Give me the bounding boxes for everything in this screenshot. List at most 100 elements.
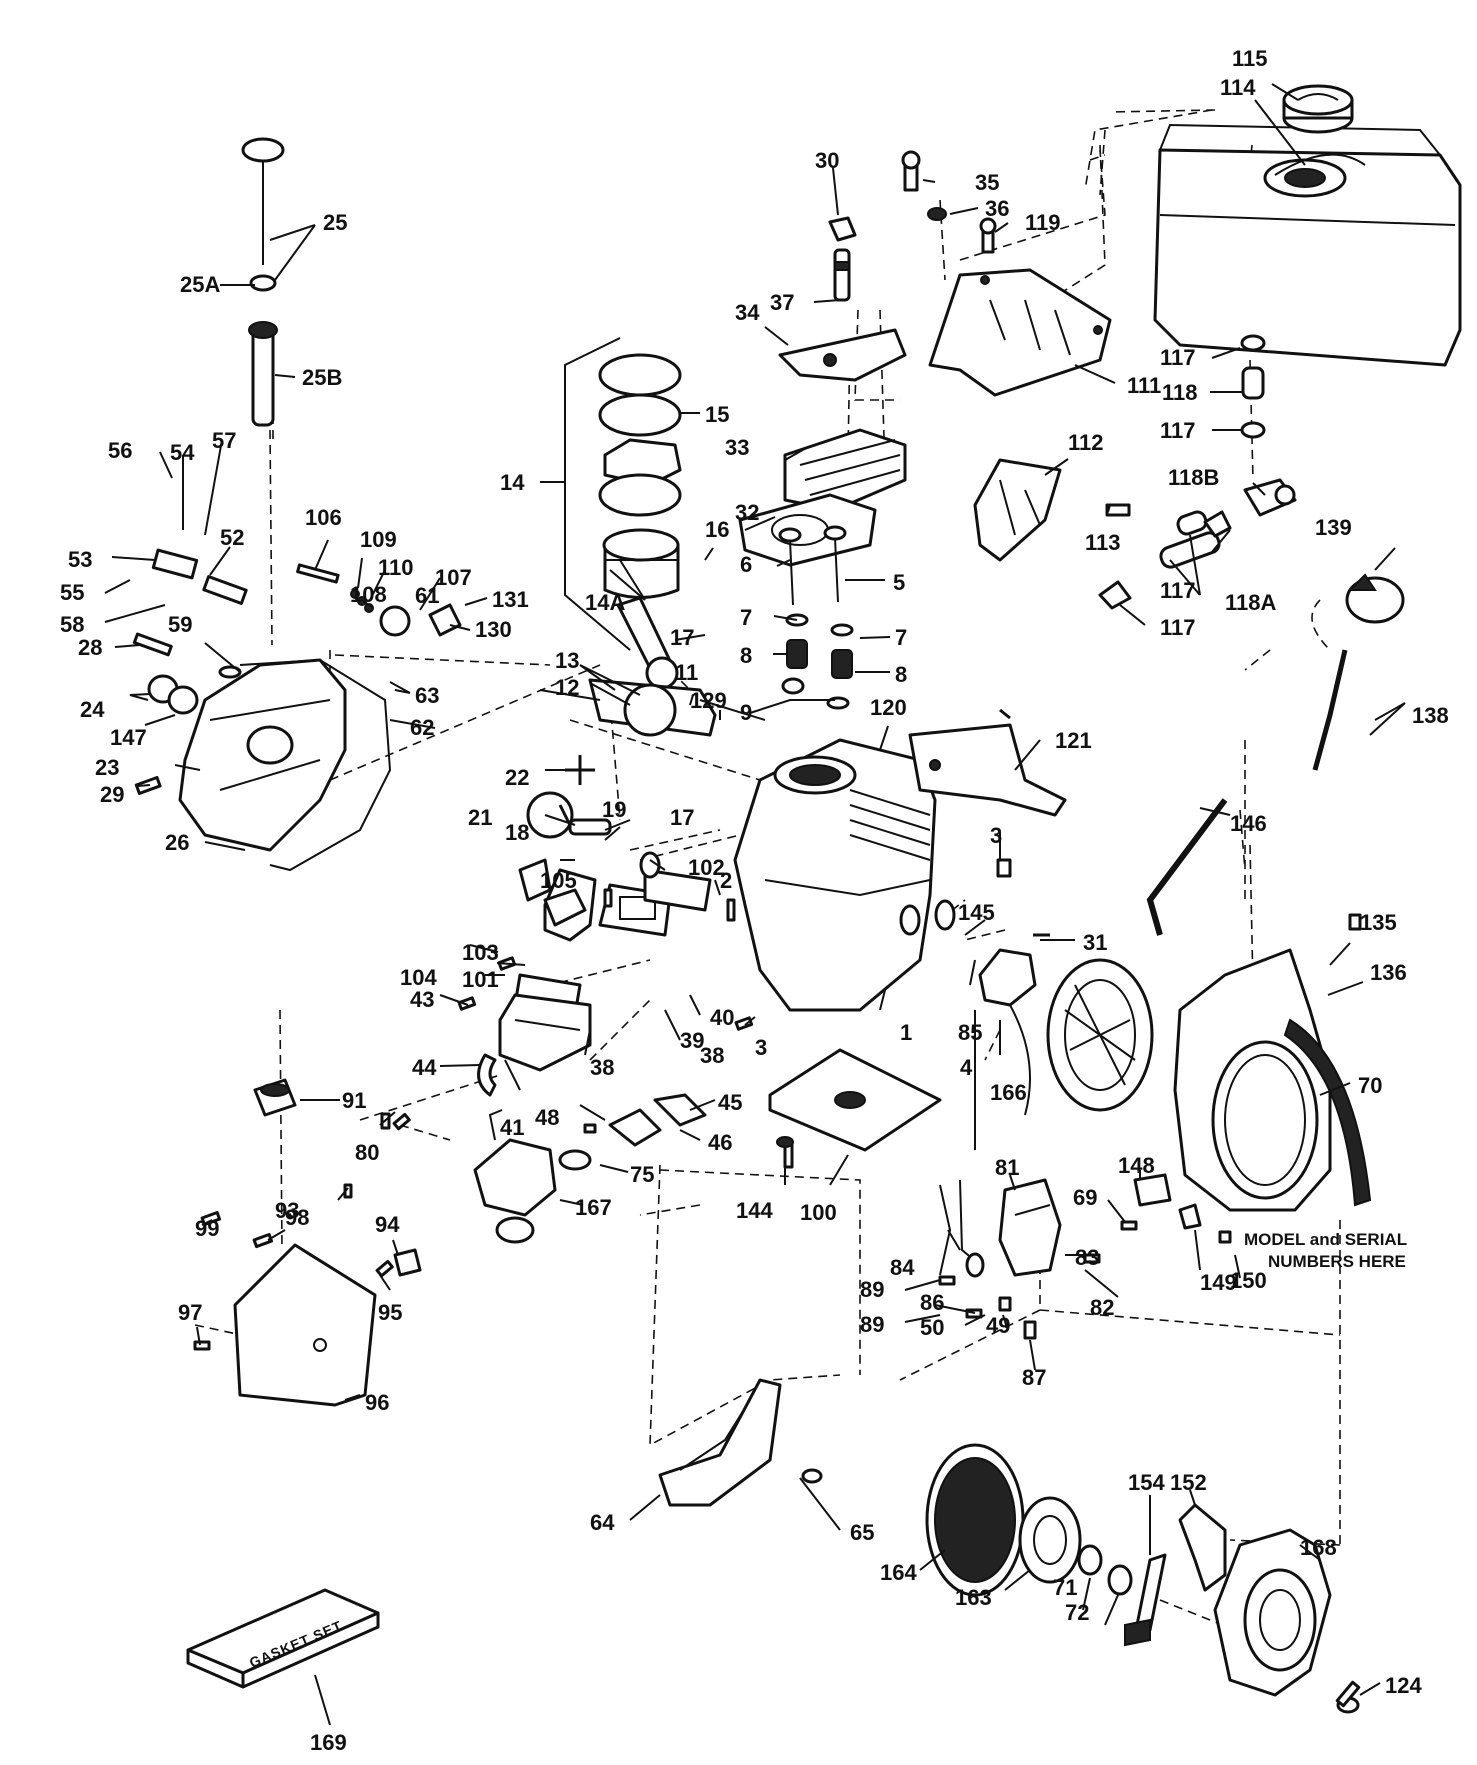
bracket-and-screw	[1133, 1173, 1202, 1230]
callout-103: 103	[462, 940, 499, 965]
callout-82: 82	[1090, 1295, 1114, 1320]
callout-41: 41	[500, 1115, 524, 1140]
camshaft	[526, 791, 612, 839]
callout-109: 109	[360, 527, 397, 552]
callout-95: 95	[378, 1300, 402, 1325]
callout-25b: 25B	[302, 365, 342, 390]
callout-108: 108	[350, 582, 387, 607]
callout-148: 148	[1118, 1153, 1155, 1178]
callout-117: 117	[1160, 345, 1196, 370]
callout-84: 84	[890, 1255, 915, 1280]
callout-130: 130	[475, 617, 512, 642]
callout-21: 21	[468, 805, 492, 830]
crankcase-cover	[178, 658, 347, 852]
callout-97: 97	[178, 1300, 202, 1325]
oil-seal	[147, 674, 199, 715]
callout-118b: 118B	[1168, 465, 1219, 490]
callout-37: 37	[770, 290, 794, 315]
callout-144: 144	[736, 1198, 773, 1223]
crankcase-gasket	[239, 658, 392, 872]
callout-35: 35	[975, 170, 999, 195]
callout-168: 168	[1300, 1535, 1337, 1560]
callout-34: 34	[735, 300, 760, 325]
callout-169: 169	[310, 1730, 347, 1755]
callout-112: 112	[1068, 430, 1104, 455]
callout-53: 53	[68, 547, 92, 572]
callout-129: 129	[690, 688, 727, 713]
callout-149: 149	[1200, 1270, 1237, 1295]
callout-106: 106	[305, 505, 342, 530]
callout-166: 166	[990, 1080, 1027, 1105]
callout-91: 91	[342, 1088, 366, 1113]
callout-25: 25	[323, 210, 347, 235]
callout-8: 8	[895, 662, 907, 687]
breather-tube	[477, 1053, 497, 1097]
callout-94: 94	[375, 1212, 400, 1237]
fuel-cap	[1282, 84, 1354, 134]
callout-3: 3	[990, 823, 1002, 848]
callout-136: 136	[1370, 960, 1407, 985]
callout-57: 57	[212, 428, 236, 453]
cylinder-head	[783, 428, 907, 512]
callout-110: 110	[378, 555, 414, 580]
governor-parts	[151, 548, 462, 637]
callout-22: 22	[505, 765, 529, 790]
callout-96: 96	[365, 1390, 389, 1415]
spark-plug-boot	[828, 216, 857, 242]
callout-36: 36	[985, 196, 1009, 221]
fuel-line-hose	[1312, 649, 1348, 771]
callout-72: 72	[1065, 1600, 1089, 1625]
starter-cup	[1018, 1496, 1082, 1584]
air-intake-elbow	[543, 888, 587, 927]
callout-75: 75	[630, 1162, 654, 1187]
screws-and-pins	[132, 150, 1362, 1714]
callout-9: 9	[740, 700, 752, 725]
callout-18: 18	[505, 820, 529, 845]
callout-145: 145	[958, 900, 995, 925]
callout-167: 167	[575, 1195, 612, 1220]
callout-152: 152	[1170, 1470, 1207, 1495]
callout-55: 55	[60, 580, 84, 605]
callout-138: 138	[1412, 703, 1449, 728]
governor-control-bracket	[998, 1178, 1062, 1277]
callout-32: 32	[735, 500, 759, 525]
model-serial-note-line2: NUMBERS HERE	[1268, 1252, 1406, 1271]
spark-plug	[833, 248, 851, 302]
governor-linkage	[939, 1179, 985, 1278]
valve-springs	[781, 613, 854, 710]
exhaust-gasket	[513, 868, 712, 1017]
callout-39: 39	[680, 1028, 704, 1053]
callout-45: 45	[718, 1090, 742, 1115]
callout-40: 40	[710, 1005, 734, 1030]
callout-104: 104	[400, 965, 437, 990]
callout-150: 150	[1230, 1268, 1267, 1293]
fuel-shutoff-valve	[1345, 573, 1405, 624]
callout-19: 19	[602, 797, 626, 822]
callout-25a: 25A	[180, 272, 220, 297]
callout-101: 101	[462, 967, 499, 992]
callout-65: 65	[850, 1520, 874, 1545]
callout-98: 98	[285, 1205, 309, 1230]
callout-58: 58	[60, 612, 84, 637]
oil-fill-tube	[248, 321, 278, 427]
callout-61: 61	[415, 583, 439, 608]
callout-93: 93	[275, 1198, 299, 1223]
callout-71: 71	[1053, 1575, 1077, 1600]
callout-99: 99	[195, 1216, 219, 1241]
callout-163: 163	[955, 1585, 992, 1610]
callout-14: 14	[500, 470, 525, 495]
washers	[1077, 1544, 1133, 1596]
callout-139: 139	[1315, 515, 1352, 540]
callout-23: 23	[95, 755, 119, 780]
callout-114: 114	[1220, 75, 1256, 100]
callout-117: 117	[1160, 578, 1196, 603]
cylinder-block	[733, 738, 937, 1012]
gasket-set-kit: GASKET SET	[186, 1588, 380, 1689]
callout-146: 146	[1230, 811, 1267, 836]
callout-131: 131	[492, 587, 529, 612]
callout-83: 83	[1075, 1245, 1099, 1270]
exhaust-valve	[823, 525, 847, 603]
breather-assembly	[518, 858, 552, 902]
tank-bracket	[928, 268, 1112, 397]
